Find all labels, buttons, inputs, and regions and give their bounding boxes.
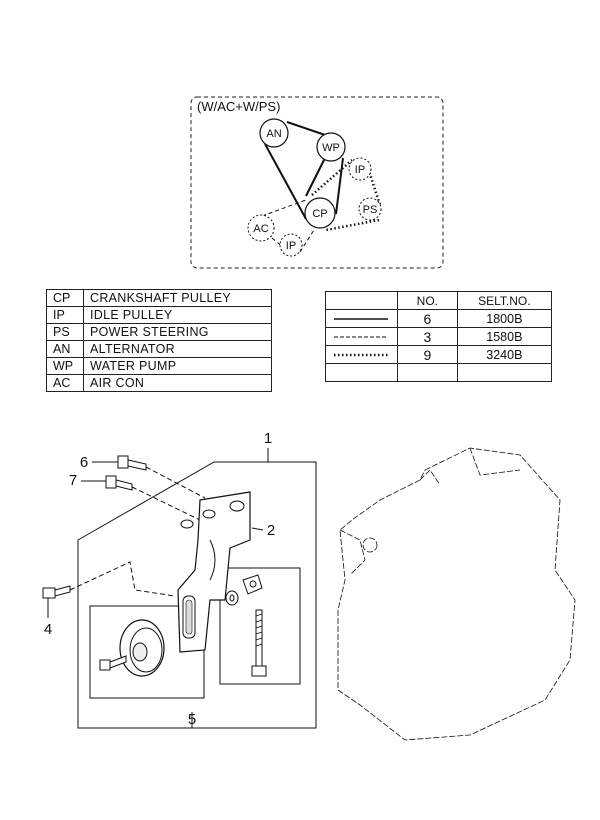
idler-pulley	[119, 619, 165, 677]
pulley-cp: CP	[304, 197, 336, 229]
legend-code: AC	[46, 374, 84, 392]
svg-text:AN: AN	[266, 128, 281, 140]
callout-1: 1	[264, 430, 272, 447]
pulley-ip-upper: IP	[348, 157, 372, 181]
legend-name: AIR CON	[83, 374, 272, 392]
bolt-6	[105, 475, 133, 491]
callout-4: 5	[188, 711, 196, 728]
dashed-belt-3	[261, 199, 315, 253]
pulley-ps: PS	[358, 197, 382, 221]
bolt-5	[117, 455, 147, 471]
belt-spec-table: NO. SELT.NO. 6 1800B 3 1580B 9 3240B	[325, 291, 553, 382]
pulley-ac: AC	[247, 214, 275, 242]
legend-name: IDLE PULLEY	[83, 306, 272, 324]
legend-name: ALTERNATOR	[83, 340, 272, 358]
pulley-wp: WP	[316, 132, 346, 162]
legend-code: AN	[46, 340, 84, 358]
belt-no	[396, 363, 458, 382]
legend-name: WATER PUMP	[83, 357, 272, 375]
belt-no: 9	[396, 345, 458, 364]
washer	[225, 590, 239, 606]
belt-diagram-title: (W/AC+W/PS)	[197, 99, 280, 114]
belt-part-no	[456, 363, 553, 382]
header-selt-no: SELT.NO.	[456, 291, 553, 310]
belt-row: 3 1580B	[325, 327, 553, 346]
callout-2: 2	[267, 522, 275, 539]
svg-text:AC: AC	[253, 223, 268, 235]
bolt-7	[42, 585, 71, 599]
legend-code: CP	[46, 289, 84, 307]
assembly-outline	[77, 461, 317, 729]
svg-text:IP: IP	[286, 240, 296, 252]
legend-code: WP	[46, 357, 84, 375]
legend-name: POWER STEERING	[83, 323, 272, 341]
callout-5: 6	[80, 454, 88, 471]
dashed-line-sample	[325, 327, 398, 346]
pulley-ip-lower: IP	[279, 233, 303, 257]
callout-6: 7	[69, 472, 77, 489]
belt-no: 6	[396, 309, 458, 328]
belt-row: 9 3240B	[325, 345, 553, 364]
belt-table-header: NO. SELT.NO.	[325, 291, 553, 310]
empty-cell	[325, 363, 398, 382]
idler-bolt	[99, 655, 127, 671]
legend-code: IP	[46, 306, 84, 324]
svg-text:WP: WP	[322, 142, 340, 154]
svg-text:PS: PS	[363, 204, 378, 216]
idler-assembly-box	[89, 605, 205, 699]
callout-7: 4	[44, 621, 52, 638]
adjuster-block	[242, 574, 263, 595]
svg-text:IP: IP	[355, 164, 365, 176]
belt-no: 3	[396, 327, 458, 346]
belt-diagram-frame	[190, 96, 444, 269]
legend-name: CRANKSHAFT PULLEY	[83, 289, 272, 307]
mounting-bracket	[177, 491, 251, 653]
belt-part-no: 3240B	[456, 345, 553, 364]
pulley-an: AN	[259, 118, 289, 148]
solid-line-sample	[325, 309, 398, 328]
legend-code: PS	[46, 323, 84, 341]
header-style	[325, 291, 398, 310]
dotted-line-sample	[325, 345, 398, 364]
belt-part-no: 1580B	[456, 327, 553, 346]
belt-part-no: 1800B	[456, 309, 553, 328]
dotted-belt-9	[311, 159, 382, 232]
adjusting-bolt	[251, 609, 267, 677]
belt-row	[325, 363, 553, 382]
adjuster-box	[219, 567, 301, 685]
header-no: NO.	[396, 291, 458, 310]
belt-row: 6 1800B	[325, 309, 553, 328]
svg-text:CP: CP	[312, 208, 327, 220]
engine-block	[337, 447, 576, 741]
